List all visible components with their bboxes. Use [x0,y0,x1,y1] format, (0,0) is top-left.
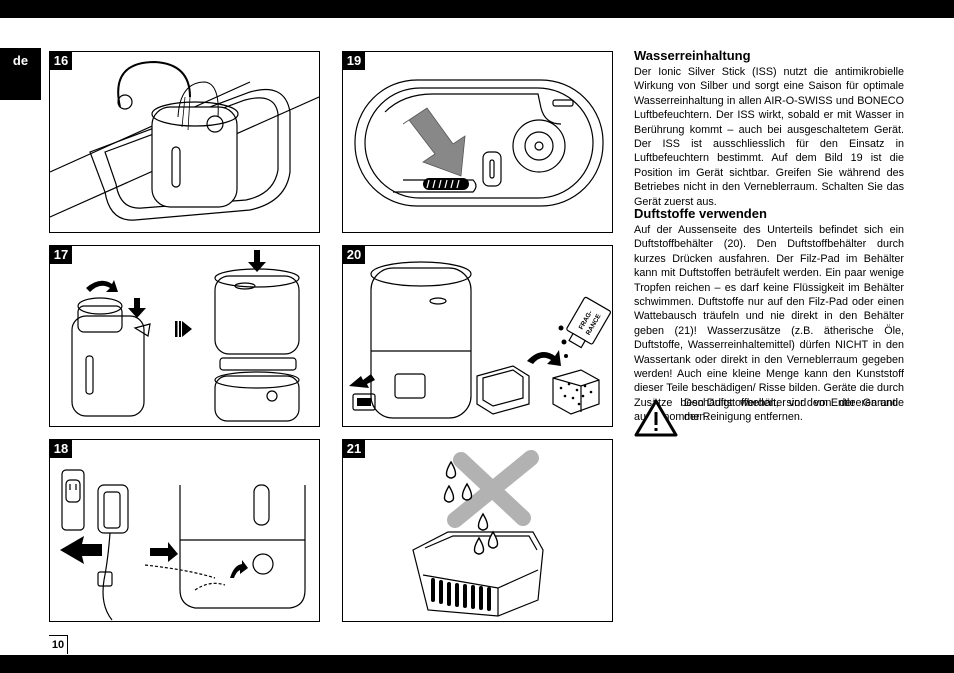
language-tab: de [0,48,41,100]
fragrance-container-illustration: FRAG- RANCE [349,261,611,419]
section-body: Auf der Aussenseite des Unterteils befin… [634,224,904,424]
section-fragrances: Duftstoffe verwenden Auf der Aussenseite… [634,206,904,425]
bottom-bar [0,655,954,673]
power-plug-illustration [60,469,306,621]
no-direct-fragrance-illustration [412,450,544,617]
figure-number: 18 [50,440,72,458]
figure-21: 21 [342,439,613,622]
section-water-hygiene: Wasserreinhaltung Der Ionic Silver Stick… [634,48,904,209]
warning-note: Den Duftstoffbehälter vor dem Entleeren … [634,396,904,437]
figure-17: 17 [49,245,320,427]
warning-text: Den Duftstoffbehälter vor dem Entleeren … [684,397,899,424]
figure-19: 19 [342,51,613,233]
figure-number: 21 [343,440,365,458]
figure-16: 16 [49,51,320,233]
figure-18: 18 [49,439,320,622]
section-title: Wasserreinhaltung [634,48,751,63]
figure-number: 20 [343,246,365,264]
warning-triangle-icon [634,399,678,437]
section-body: Der Ionic Silver Stick (ISS) nutzt die a… [634,66,904,208]
page-number: 10 [49,635,68,654]
sink-fill-illustration [50,60,319,221]
tank-assembly-illustration [71,250,300,422]
figure-number: 17 [50,246,72,264]
iss-position-illustration [354,79,604,207]
figure-number: 16 [50,52,72,70]
top-bar [0,0,954,18]
figure-20: 20 FRAG- RANCE [342,245,613,427]
figure-number: 19 [343,52,365,70]
section-title: Duftstoffe verwenden [634,206,767,221]
